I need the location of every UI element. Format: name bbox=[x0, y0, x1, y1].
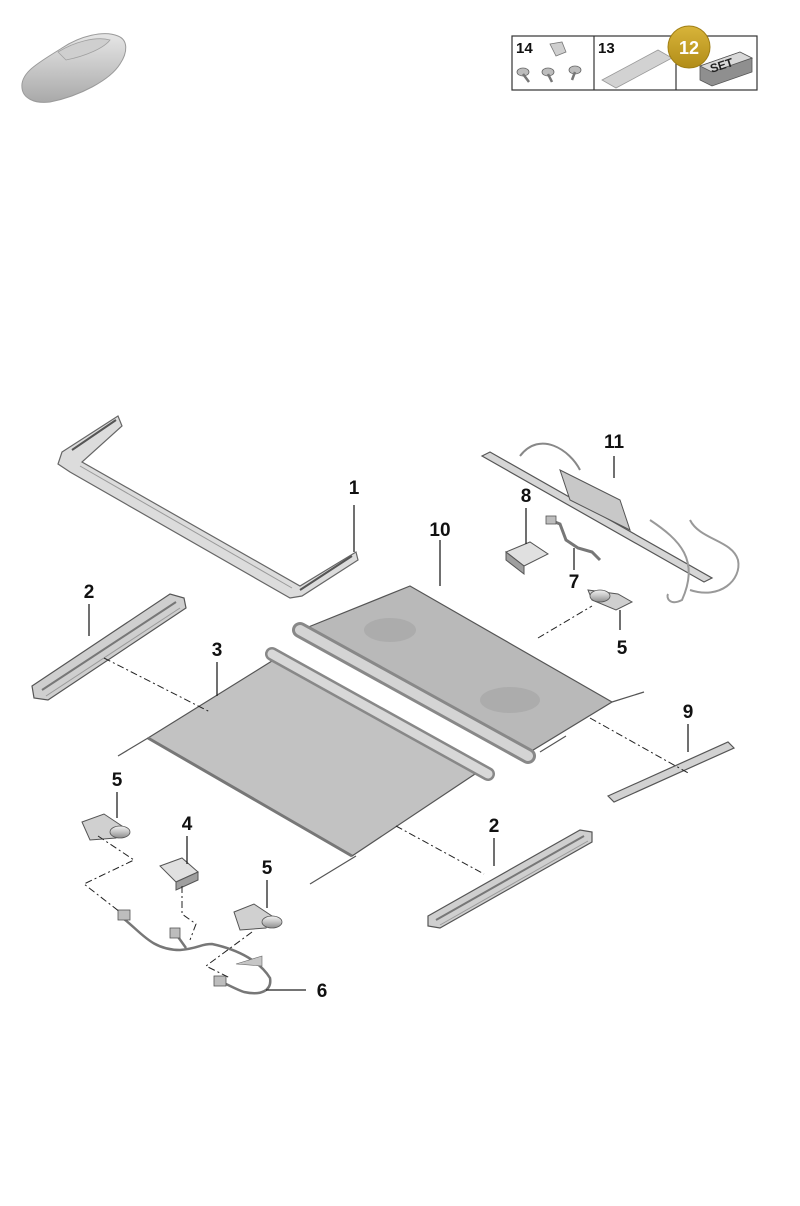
callout-5-top: 5 bbox=[617, 638, 628, 659]
callout-2-left: 2 bbox=[84, 582, 95, 603]
callout-3: 3 bbox=[212, 640, 223, 661]
callouts: 1 2 3 10 8 11 7 5 9 5 4 5 2 6 bbox=[84, 432, 694, 1002]
callout-8: 8 bbox=[521, 486, 532, 507]
legend-box-14-label: 14 bbox=[516, 40, 533, 57]
callout-2-right: 2 bbox=[489, 816, 500, 837]
leader-lines bbox=[88, 456, 689, 991]
control-unit-part-4 bbox=[159, 857, 199, 891]
frame-cable-part-11 bbox=[480, 442, 740, 604]
cable-part-7 bbox=[545, 515, 602, 562]
badge-12-label: 12 bbox=[679, 38, 699, 58]
callout-1: 1 bbox=[349, 478, 360, 499]
trim-strip-part-9 bbox=[606, 741, 736, 803]
assembly-lines bbox=[83, 605, 691, 979]
set-box-icon: SET bbox=[698, 51, 754, 87]
guide-rail-part-2-left bbox=[31, 593, 187, 701]
guide-rail-part-2-right bbox=[427, 829, 593, 929]
callout-4: 4 bbox=[182, 814, 193, 835]
roller-blind-part-3 bbox=[117, 647, 495, 885]
wiring-harness-part-6 bbox=[117, 909, 272, 995]
motor-part-5-left bbox=[81, 813, 131, 841]
callout-9: 9 bbox=[683, 702, 694, 723]
car-thumbnail-icon bbox=[21, 33, 127, 103]
motor-part-5-bottom bbox=[233, 903, 283, 931]
screw-icon bbox=[516, 65, 582, 83]
callout-7: 7 bbox=[569, 572, 580, 593]
roller-blind-part-10 bbox=[292, 585, 645, 764]
legend-box-13-label: 13 bbox=[598, 40, 615, 57]
seal-frame-part-1 bbox=[57, 415, 359, 599]
callout-10: 10 bbox=[429, 520, 450, 541]
callout-5-bottom: 5 bbox=[262, 858, 273, 879]
control-unit-part-8 bbox=[505, 541, 549, 576]
callout-11: 11 bbox=[604, 432, 625, 453]
badge-12: 12 bbox=[667, 25, 711, 69]
motor-part-5-top bbox=[587, 589, 634, 611]
callout-5-left: 5 bbox=[112, 770, 123, 791]
clip-icon bbox=[549, 41, 567, 57]
callout-6: 6 bbox=[317, 981, 328, 1002]
legend-panel: 14 13 SET 12 bbox=[511, 25, 758, 91]
